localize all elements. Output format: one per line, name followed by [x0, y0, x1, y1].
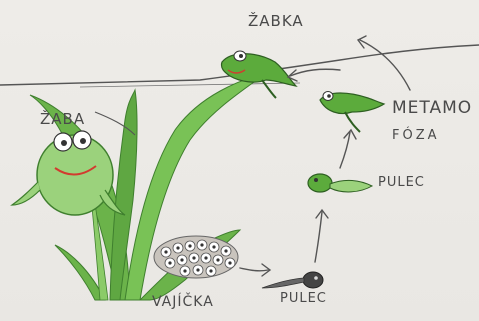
adult-frog	[12, 131, 125, 215]
label-pulec-top: PULEC	[378, 175, 425, 190]
metamorphosis-froglet	[320, 92, 384, 133]
egg-cluster	[154, 236, 238, 278]
arrow-froglet-to-young-frog	[360, 40, 410, 90]
label-pulec-bottom: PULEC	[280, 291, 327, 306]
arrow-eggs-to-tadpole	[240, 268, 268, 271]
arrow-young-frog-return	[290, 69, 340, 76]
arrow-tadpole-to-tadpole	[315, 212, 322, 262]
label-metamo: METAMO	[392, 98, 472, 118]
tadpole-small	[262, 272, 323, 288]
label-foza: FÓZA	[392, 128, 440, 143]
tadpole-large	[308, 174, 372, 192]
label-zabka: ŽABKA	[248, 12, 304, 30]
label-vajicka: VAJÍČKA	[152, 294, 214, 310]
label-zaba: ŽABA	[40, 110, 85, 128]
